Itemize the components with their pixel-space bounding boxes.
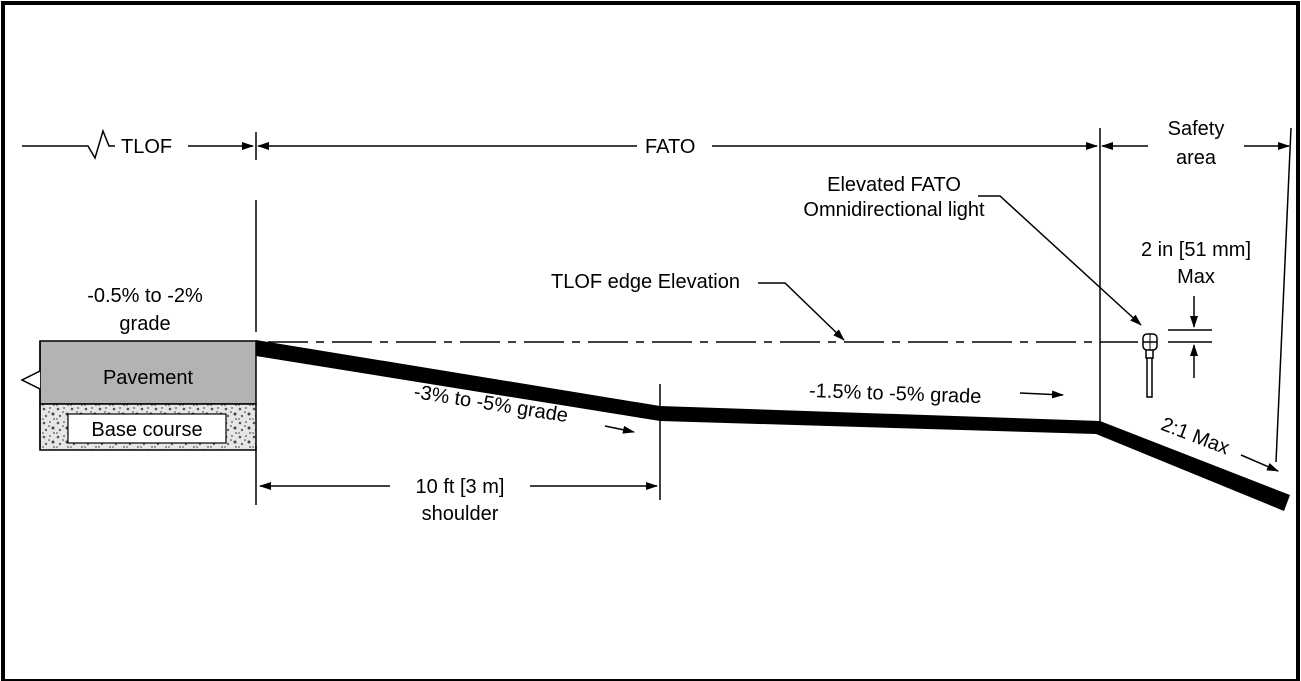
- base-course-label: Base course: [91, 419, 202, 441]
- light-height-label-line2: Max: [1177, 266, 1215, 288]
- ground-profile: [256, 340, 1290, 511]
- boundary-line-safety-edge: [1275, 127, 1292, 463]
- fato-grade-arrow: [1019, 390, 1064, 399]
- pavement-label: Pavement: [103, 367, 193, 389]
- shoulder-dim-label-line1: 10 ft [3 m]: [416, 476, 505, 498]
- light-height-label-line1: 2 in [51 mm]: [1141, 239, 1251, 261]
- tlof-zone-label: TLOF: [121, 136, 172, 158]
- shoulder-grade-arrow: [604, 425, 635, 434]
- safety-area-label-line2: area: [1176, 147, 1217, 169]
- safety-slope-arrow: [1240, 454, 1279, 472]
- pavement-grade-label-line1: -0.5% to -2%: [87, 285, 203, 307]
- omnidirectional-light-icon: [1142, 333, 1158, 398]
- light-leader-line: [978, 195, 1142, 326]
- tlof-edge-elevation-label: TLOF edge Elevation: [551, 271, 740, 293]
- fato-grade-label: -1.5% to -5% grade: [809, 380, 982, 408]
- fato-zone-label: FATO: [645, 136, 695, 158]
- tlof-edge-leader-line: [758, 282, 845, 341]
- pavement-break-line: [20, 341, 41, 450]
- base-course-label-box: [67, 413, 227, 444]
- safety-area-label-line1: Safety: [1168, 118, 1225, 140]
- light-label-line1: Elevated FATO: [827, 174, 961, 196]
- pavement-grade-label-line2: grade: [119, 313, 170, 335]
- tlof-break-symbol: [82, 128, 115, 160]
- shoulder-dim-label-line2: shoulder: [422, 503, 499, 525]
- light-label-line2: Omnidirectional light: [803, 199, 985, 221]
